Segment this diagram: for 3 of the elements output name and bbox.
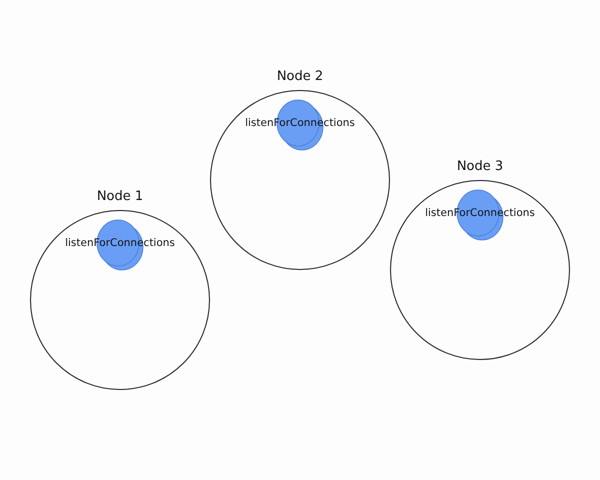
node-title: Node 3	[456, 159, 504, 174]
node-title: Node 2	[276, 69, 324, 84]
node-title: Node 1	[96, 189, 144, 204]
